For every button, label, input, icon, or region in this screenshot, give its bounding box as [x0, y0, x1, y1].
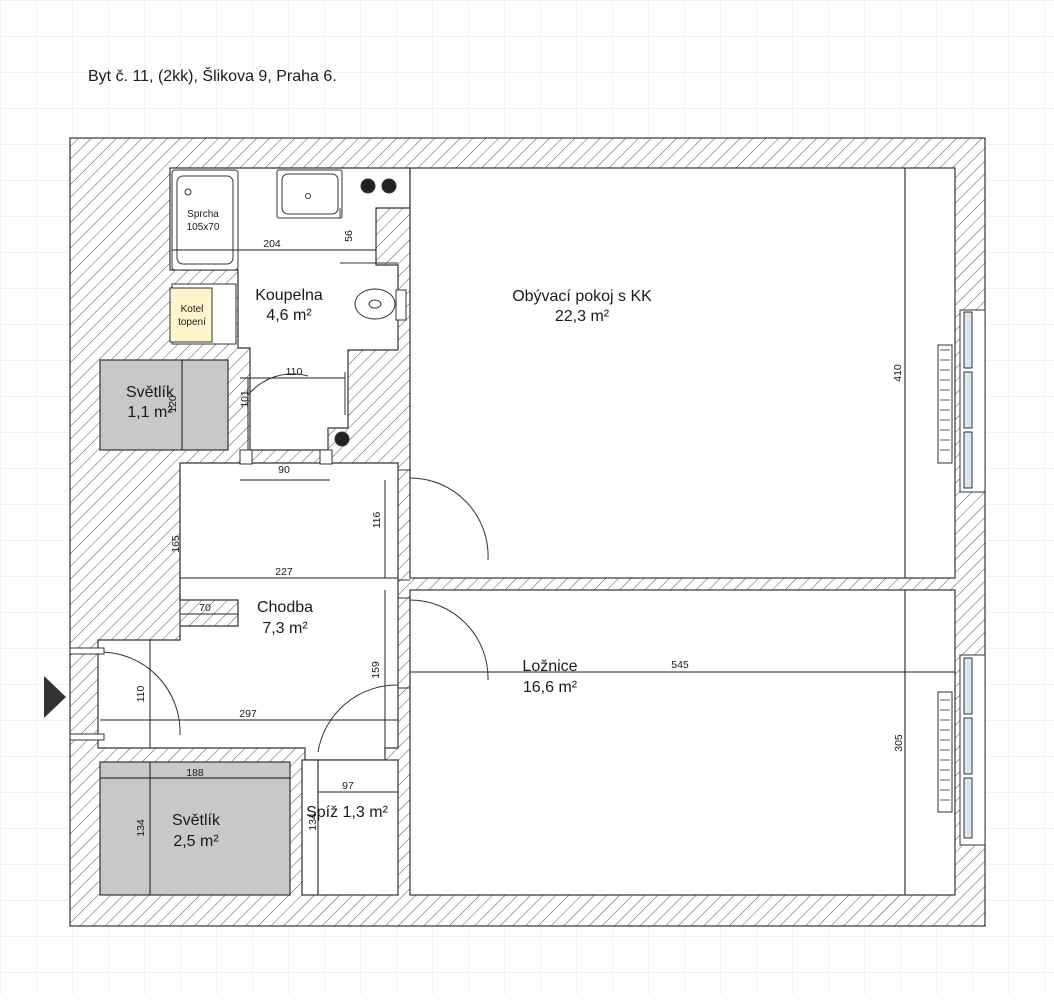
- entrance-arrow-icon: [44, 676, 66, 718]
- dim-110-entry: 110: [135, 685, 147, 702]
- room-labels: Koupelna 4,6 m² Obývací pokoj s KK 22,3 …: [126, 287, 652, 850]
- plan-title: Byt č. 11, (2kk), Šlikova 9, Praha 6.: [88, 68, 337, 85]
- room-area-loznice: 16,6 m²: [523, 679, 578, 696]
- room-name-loznice: Ložnice: [522, 658, 577, 675]
- dim-204: 204: [263, 238, 281, 250]
- pipe-icon: [360, 178, 376, 194]
- dim-165: 165: [170, 535, 182, 553]
- room-name-chodba: Chodba: [257, 599, 313, 616]
- radiators: [940, 349, 950, 801]
- partition-lines: [100, 168, 906, 895]
- room-area-svetlik-large: 2,5 m²: [173, 833, 219, 850]
- dim-110-bath: 110: [286, 366, 303, 378]
- dim-227: 227: [275, 566, 293, 578]
- dim-159: 159: [370, 661, 382, 679]
- dim-134-pantry: 134: [307, 813, 319, 831]
- room-shapes: [97, 167, 956, 896]
- room-area-obyvaci: 22,3 m²: [555, 308, 610, 325]
- pipe-icon: [334, 431, 350, 447]
- dim-545: 545: [671, 659, 689, 671]
- dimension-labels: 204 56 110 101 120 90 116 165 227 70 410…: [135, 230, 905, 837]
- room-name-svetlik-large: Světlík: [172, 812, 221, 829]
- boiler-label-2: topení: [178, 317, 206, 328]
- boiler-icon: [169, 287, 213, 343]
- dim-188: 188: [186, 767, 204, 779]
- room-name-obyvaci: Obývací pokoj s KK: [512, 288, 652, 305]
- room-name-svetlik-small: Světlík: [126, 384, 175, 401]
- dim-56: 56: [343, 230, 355, 242]
- room-area-svetlik-small: 1,1 m²: [127, 404, 173, 421]
- dim-410: 410: [892, 364, 904, 382]
- room-area-koupelna: 4,6 m²: [266, 307, 312, 324]
- dim-116: 116: [371, 511, 383, 528]
- dim-90: 90: [278, 464, 290, 476]
- pipe-icon: [381, 178, 397, 194]
- dim-120: 120: [167, 395, 179, 413]
- dim-297: 297: [239, 708, 257, 720]
- room-name-spiz: Spíž 1,3 m²: [306, 804, 388, 821]
- doors: [69, 372, 489, 753]
- boiler-label: Kotel: [181, 304, 204, 315]
- dim-101: 101: [239, 390, 251, 408]
- room-name-koupelna: Koupelna: [255, 287, 323, 304]
- bathroom-fixtures: [169, 169, 407, 447]
- dim-305: 305: [893, 734, 905, 752]
- dim-70: 70: [199, 602, 211, 614]
- dimension-lines: [100, 249, 955, 793]
- fixture-labels: Sprcha 105x70 Kotel topení: [178, 209, 220, 328]
- shower-size: 105x70: [187, 222, 220, 233]
- shower-label: Sprcha: [187, 209, 219, 220]
- room-area-chodba: 7,3 m²: [262, 620, 308, 637]
- dim-134-light-well: 134: [135, 819, 147, 837]
- dim-97: 97: [342, 780, 354, 792]
- windows: [937, 309, 986, 846]
